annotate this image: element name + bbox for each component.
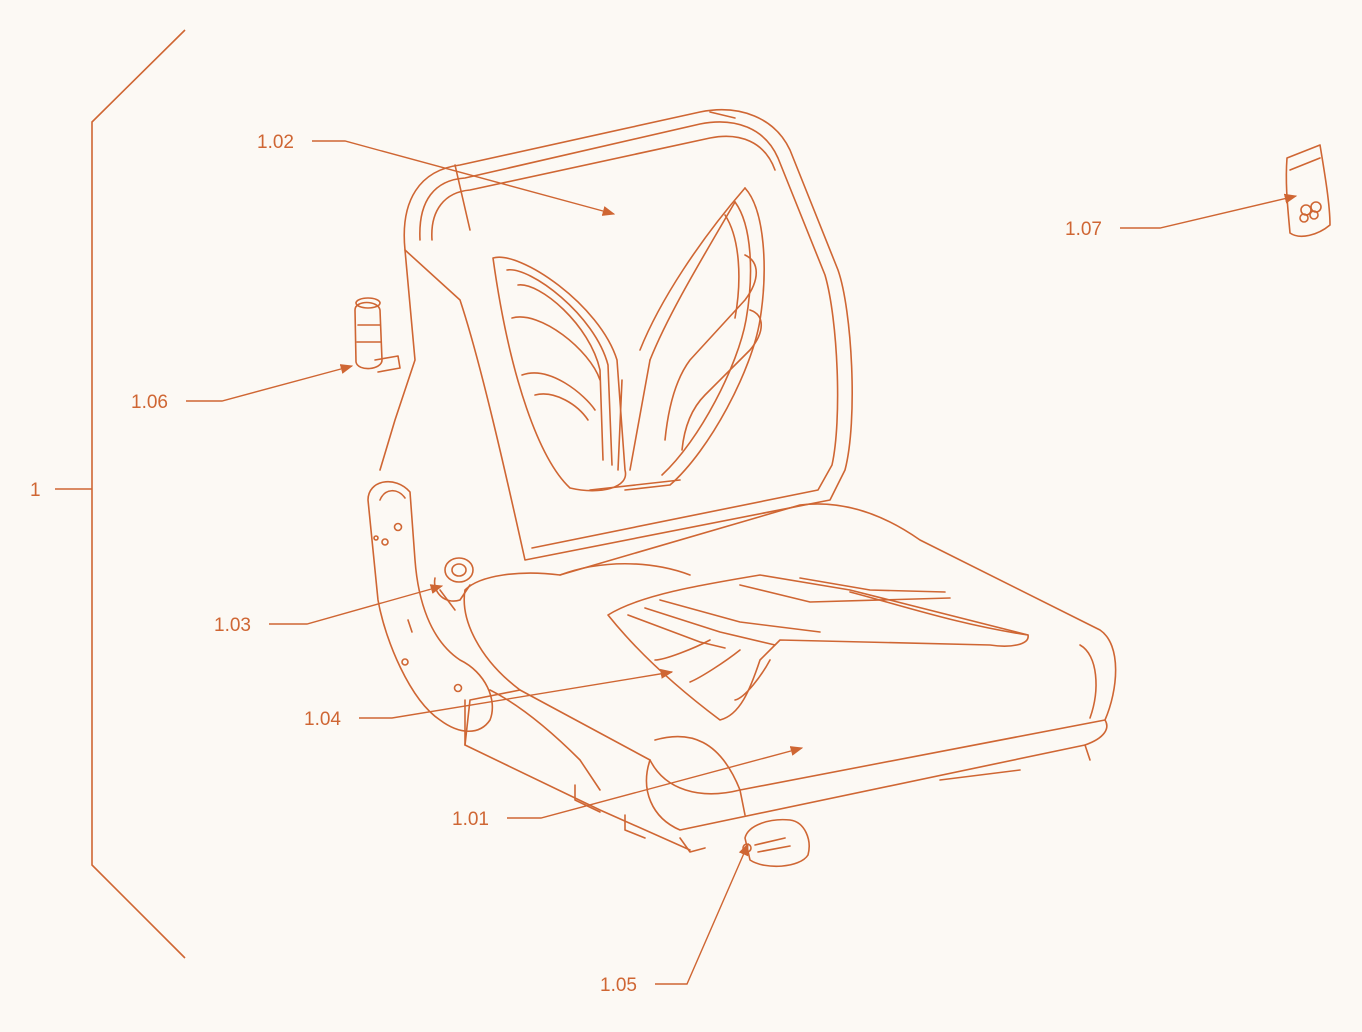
- assembly-bracket: [55, 29, 186, 959]
- leader-1-04: [359, 668, 674, 719]
- label-1-03: 1.03: [214, 615, 251, 636]
- seat-cushion-shape: [463, 503, 1117, 831]
- leader-lines: [186, 140, 1298, 985]
- hand-grip-shape: [354, 297, 401, 373]
- seat-base-frame: [464, 699, 1091, 853]
- seat-cushion-pattern: [607, 574, 1029, 721]
- backrest-adjuster-knob-shape: [433, 557, 474, 611]
- label-1-05: 1.05: [600, 975, 637, 996]
- callout-labels: 1 1.02 1.07 1.06 1.03 1.04 1.01 1.05: [30, 132, 1102, 996]
- leader-1-01: [507, 746, 804, 819]
- label-1-07: 1.07: [1065, 219, 1102, 240]
- backrest-v-pattern: [492, 187, 765, 492]
- label-1-04: 1.04: [304, 709, 341, 730]
- seat-drawing: [354, 108, 1331, 868]
- label-1-06: 1.06: [131, 392, 168, 413]
- backrest-frame: [379, 108, 853, 561]
- leader-1-07: [1120, 193, 1298, 229]
- leader-1-06: [186, 364, 354, 402]
- leader-1-05: [655, 842, 749, 985]
- leader-1-03: [269, 584, 444, 625]
- hardware-bag-shape: [1285, 144, 1331, 237]
- label-1-02: 1.02: [257, 132, 294, 153]
- slide-adjust-lever-shape: [742, 818, 810, 868]
- label-1-01: 1.01: [452, 809, 489, 830]
- hinge-bracket: [367, 480, 494, 733]
- assembly-label: 1: [30, 480, 41, 501]
- leader-1-02: [312, 140, 616, 216]
